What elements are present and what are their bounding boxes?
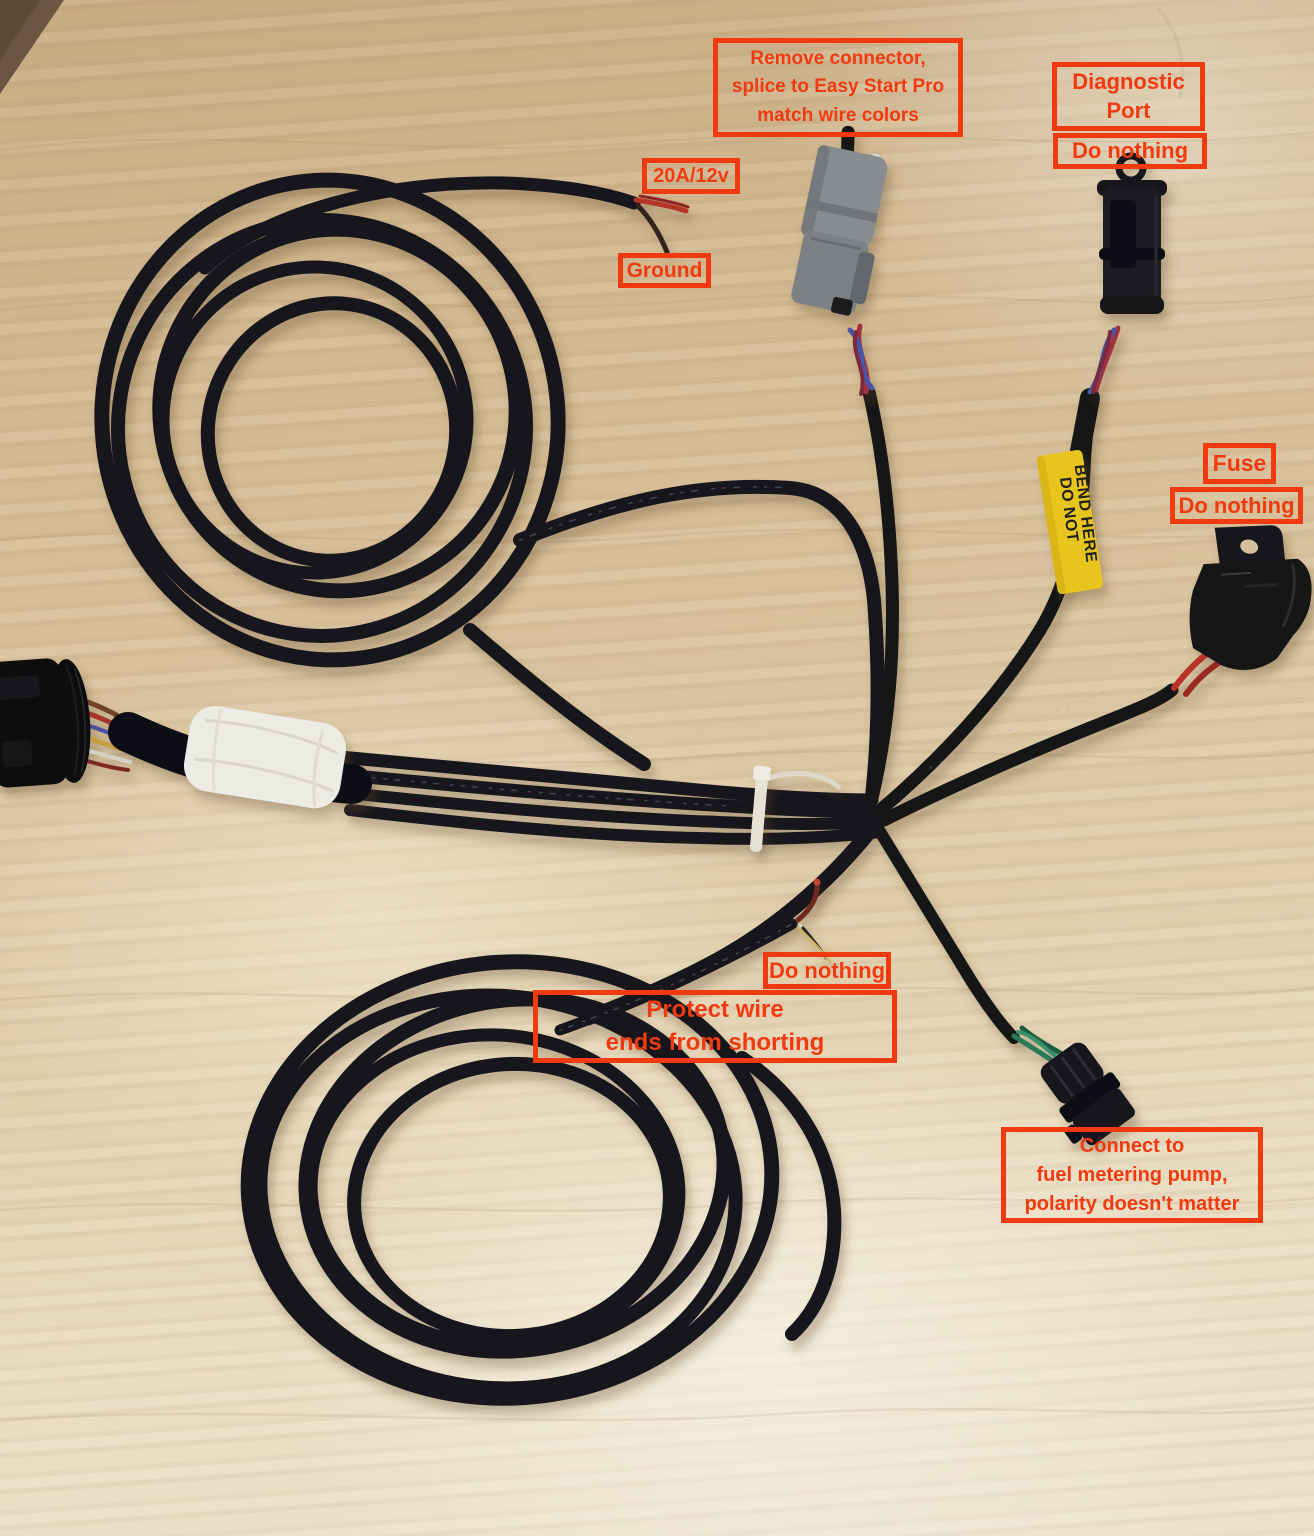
do-not-bend-tag: DO NOT BEND HERE [1036,449,1103,595]
annotation-line: Do nothing [768,957,886,983]
annotation-line: Remove connector, [750,47,926,69]
annotation-line: Do nothing [1071,138,1189,163]
lower-cable-coil [240,954,842,1406]
harness-details: DO NOT BEND HERE [0,125,1312,1146]
annotation-wire-end-do-nothing: Do nothing [763,952,891,989]
cut-wire-end-top [633,194,690,255]
annotation-line: Ground [626,258,703,282]
branch-fuse [877,683,1179,827]
branch-gray-connector [862,385,899,805]
diagnostic-connector [1097,152,1167,314]
annotation-line: splice to Easy Start Pro [731,76,945,98]
annotation-ground: Ground [618,253,711,288]
cable-coil-to-trunk [463,623,651,771]
annotation-line: Port [1106,97,1151,123]
annotation-line: Fuse [1212,450,1267,476]
branch-fuel-pump [873,824,1020,1044]
fuse-holder [1189,525,1312,670]
trunk-bundle [333,750,886,845]
annotation-diagnostic-port: Diagnostic Port [1052,62,1205,131]
fuel-pump-wires [1011,1025,1065,1065]
annotation-line: 20A/12v [653,164,729,187]
zip-tie [749,765,841,852]
gray-connector-wires [847,323,875,396]
annotation-line: ends from shorting [605,1028,825,1056]
annotation-fuse-do-nothing: Do nothing [1170,487,1303,524]
annotation-remove-connector: Remove connector, splice to Easy Start P… [713,38,963,137]
diagnostic-wires [1087,325,1121,395]
annotation-diagnostic-do-nothing: Do nothing [1053,133,1207,169]
annotation-line: fuel metering pump, [1036,1163,1228,1186]
table-corner-shadow-inner [0,0,40,60]
annotation-line: Protect wire [646,996,784,1024]
annotation-line: Diagnostic [1072,68,1185,94]
cable-coil-to-junction [513,479,885,803]
annotation-line: Do nothing [1178,492,1295,518]
ecu-connector [0,658,91,788]
tape-wrap [183,706,346,809]
annotation-line: match wire colors [757,104,919,126]
annotation-fuel-pump: Connect to fuel metering pump, polarity … [1001,1127,1263,1223]
annotation-power-rating: 20A/12v [642,158,740,194]
annotation-fuse: Fuse [1203,443,1276,484]
gray-connector [791,125,888,316]
annotation-line: Connect to [1079,1134,1185,1157]
upper-cable-coil [94,172,566,668]
annotation-line: polarity doesn't matter [1024,1192,1240,1215]
harness-cables [94,172,1179,1406]
cable-to-top-cut-end [198,176,641,275]
cable-print-marks [344,486,1106,1031]
annotation-protect-wire: Protect wire ends from shorting [533,990,897,1063]
